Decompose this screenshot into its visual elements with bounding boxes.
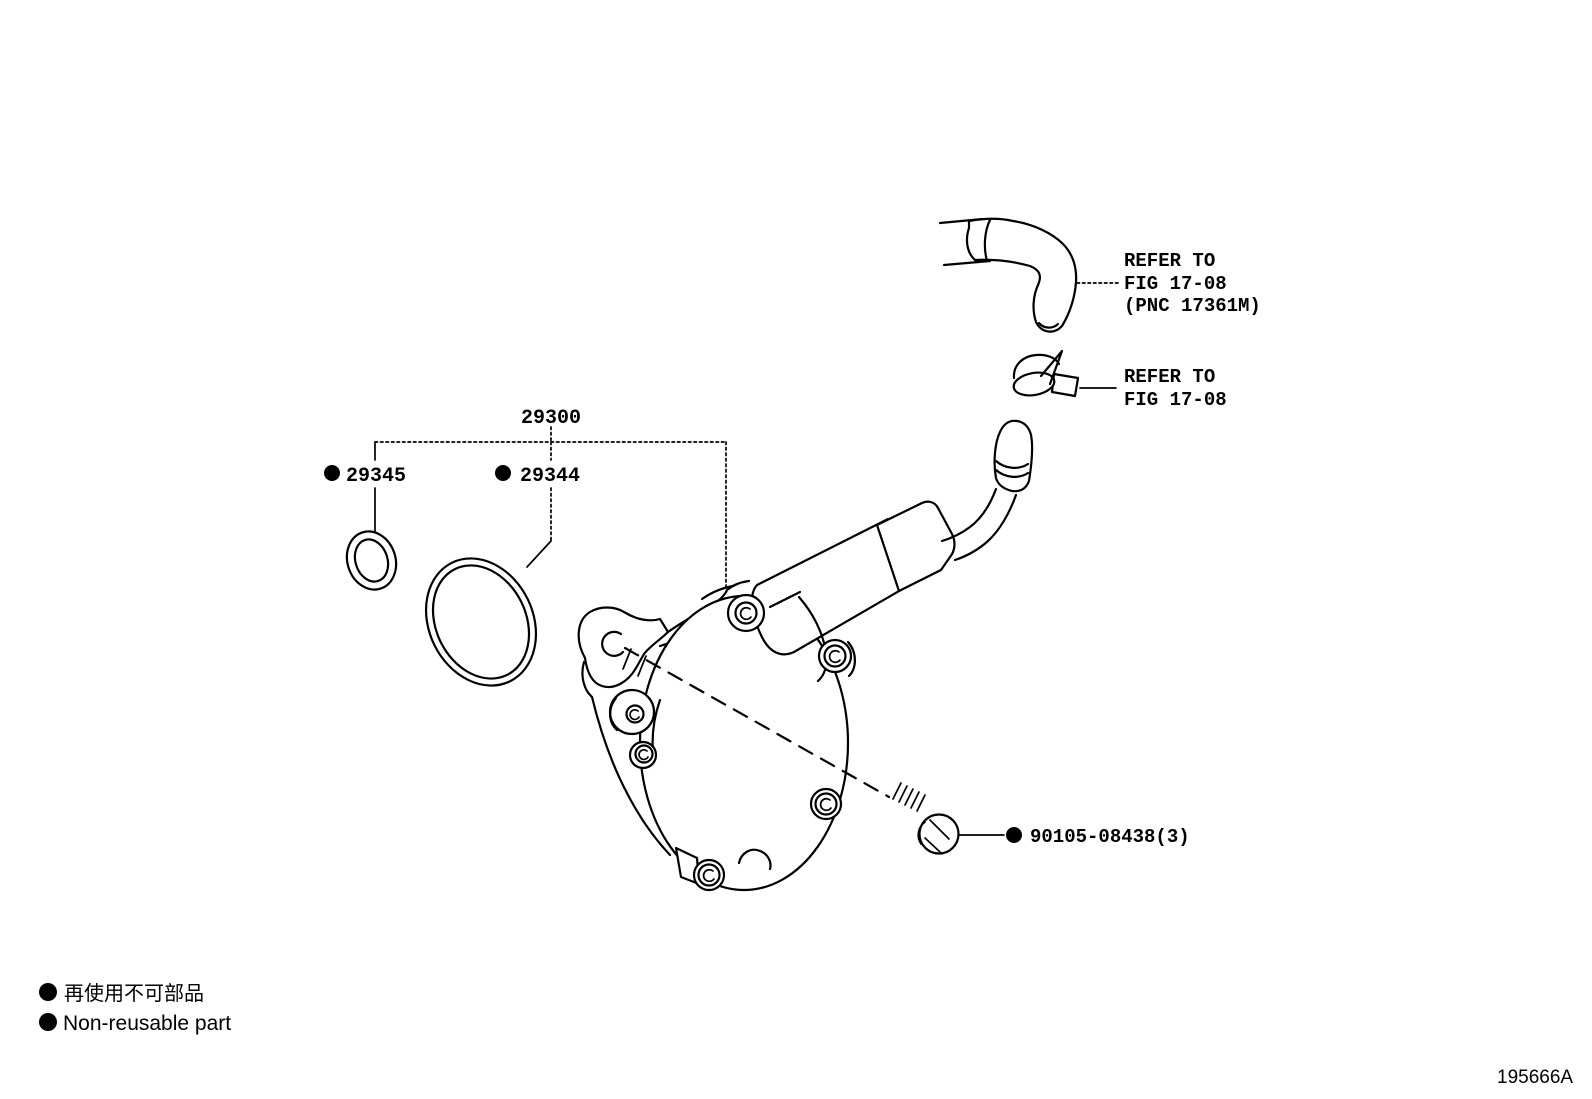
pump-screw-top xyxy=(734,601,758,625)
label-assembly-29300: 29300 xyxy=(521,407,581,430)
pump-screw-upper-right xyxy=(823,644,847,668)
screw-head-circle xyxy=(823,644,847,668)
pump-boss-upper-right-hook xyxy=(846,640,856,678)
screw-slot-icon xyxy=(629,708,640,721)
screw-slot-icon xyxy=(828,649,841,664)
assembly-bracket xyxy=(374,426,727,590)
pump-ear-hole xyxy=(601,630,625,657)
hose-mouth-arc xyxy=(1037,321,1060,329)
non-reusable-dot-icon xyxy=(495,465,511,481)
hose-outline xyxy=(965,217,1078,333)
pump-tube-right-edge xyxy=(953,493,1018,562)
screw-head-circle xyxy=(734,601,758,625)
bolt-head-facet-1 xyxy=(929,819,950,840)
non-reusable-dot-icon xyxy=(39,983,57,1001)
label-oring-29345: 29345 xyxy=(346,465,406,488)
refer-note-clamp: REFER TO FIG 17-08 xyxy=(1124,366,1227,411)
bracket-mid-branch-diagonal xyxy=(526,540,552,568)
hose-stub-line-bottom xyxy=(942,259,992,267)
bolt-head xyxy=(918,813,960,855)
refer-hose-line3: (PNC 17361M) xyxy=(1124,295,1261,317)
clamp-fold-tab xyxy=(1039,349,1064,386)
pump-cover xyxy=(638,594,850,892)
bolt-head-arc xyxy=(917,821,926,845)
refer-clamp-line2: FIG 17-08 xyxy=(1124,389,1227,411)
pump-neck-inner-line xyxy=(700,584,735,601)
pump-screw-lower-right xyxy=(814,792,838,816)
bolt-threads xyxy=(892,782,926,812)
hose-cuff-line xyxy=(983,218,992,263)
assembly-center-dashed-line xyxy=(623,646,891,799)
oring-large xyxy=(424,557,538,687)
legend: 再使用不可部品 Non-reusable part xyxy=(39,981,231,1035)
pump-tube-left-edge xyxy=(940,487,998,543)
pump-boss-spiral-arc xyxy=(609,696,619,732)
screw-head-circle xyxy=(697,863,721,887)
pump-screw-lower-left xyxy=(634,744,654,764)
label-oring-29344: 29344 xyxy=(520,465,580,488)
screw-slot-icon xyxy=(819,797,832,812)
pump-housing-left-edge xyxy=(581,660,672,857)
pump-tube-tip xyxy=(993,419,1034,493)
legend-text-jp: 再使用不可部品 xyxy=(64,981,204,1005)
clamp-band xyxy=(1012,371,1056,397)
bolt-head-facet-2 xyxy=(924,837,941,853)
pump-centermark-tick-2 xyxy=(637,655,647,677)
non-reusable-dot-icon xyxy=(324,465,340,481)
screw-slot-icon xyxy=(739,606,752,621)
refer-hose-line2: FIG 17-08 xyxy=(1124,273,1227,295)
screw-head-circle xyxy=(814,792,838,816)
vacuum-pump-assembly xyxy=(577,419,1034,892)
hose-clamp xyxy=(1012,349,1080,398)
screw-slot-icon xyxy=(638,748,649,761)
pump-screw-spiral-boss xyxy=(625,704,645,724)
screw-slot-icon xyxy=(702,868,715,883)
pump-tube-tip-ring-1 xyxy=(994,468,1030,478)
pump-tube-tip-ring-2 xyxy=(994,459,1030,469)
non-reusable-dot-icon xyxy=(1006,827,1022,843)
oring-large-inner xyxy=(431,564,531,680)
pump-cylinder-seam xyxy=(768,590,802,609)
pump-centermark-tick-1 xyxy=(622,648,632,670)
figure-code: 195666A xyxy=(1497,1067,1573,1088)
flange-bolt xyxy=(892,782,960,855)
oring-small-inner xyxy=(353,538,390,583)
pump-screw-bottom xyxy=(697,863,721,887)
pump-bottom-bump xyxy=(737,848,772,871)
label-bolt-90105: 90105-08438(3) xyxy=(1030,826,1190,848)
pump-cylinder-collar xyxy=(875,500,956,593)
oring-large-outer xyxy=(424,557,538,687)
non-reusable-dot-icon xyxy=(39,1013,57,1031)
refer-note-hose: REFER TO FIG 17-08 (PNC 17361M) xyxy=(1124,250,1261,317)
refer-hose-line1: REFER TO xyxy=(1124,250,1215,272)
refer-clamp-line1: REFER TO xyxy=(1124,366,1215,388)
oring-small xyxy=(345,530,398,591)
clamp-tab-right xyxy=(1050,372,1080,398)
legend-text-en: Non-reusable part xyxy=(63,1012,231,1035)
vacuum-hose xyxy=(938,217,1078,333)
oring-small-outer xyxy=(345,530,398,591)
